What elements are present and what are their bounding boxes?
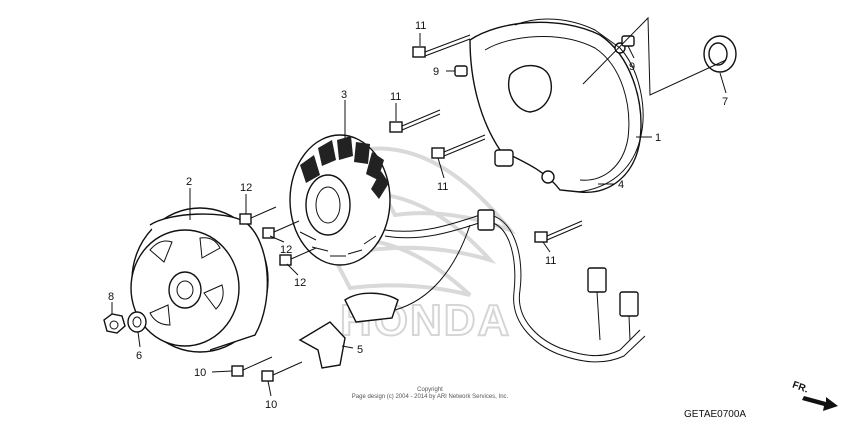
callout-12: 12 [294, 277, 306, 289]
flywheel-nut-part [103, 313, 126, 334]
arrow-icon [802, 396, 838, 411]
callout-10: 10 [194, 367, 206, 379]
front-direction-arrow-icon: FR. [791, 380, 838, 411]
leader-lines [111, 16, 727, 397]
stator-part [289, 134, 391, 266]
callout-8: 8 [108, 291, 114, 303]
callout-5: 5 [357, 344, 363, 356]
callout-10: 10 [265, 399, 277, 411]
pulser-bolt-part [231, 356, 303, 382]
callout-12: 12 [280, 244, 292, 256]
rear-cover-part [469, 21, 642, 193]
callout-6: 6 [136, 350, 142, 362]
washer-part [127, 311, 147, 333]
callout-11: 11 [390, 91, 401, 103]
copyright-line-1: Copyright [417, 387, 443, 393]
front-direction-label: FR. [791, 380, 810, 396]
callout-11: 11 [545, 255, 556, 267]
callout-3: 3 [341, 89, 347, 101]
callout-7: 7 [722, 96, 728, 108]
callout-11: 11 [415, 20, 426, 32]
callout-11: 11 [437, 181, 448, 193]
wire-harness-part [359, 209, 646, 363]
callout-2: 2 [186, 176, 192, 188]
flange-bolt-part [389, 34, 583, 243]
flywheel-part [130, 207, 269, 353]
callout-9: 9 [433, 66, 439, 78]
copyright-notice: Copyright Page design (c) 2004 - 2014 by… [300, 387, 560, 401]
diagram-code: GETAE0700A [684, 409, 747, 420]
cover-gasket-part [514, 18, 644, 193]
callout-1: 1 [655, 132, 661, 144]
callout-12: 12 [240, 182, 252, 194]
callout-9: 9 [629, 61, 635, 73]
pulser-bracket-part [298, 292, 399, 369]
callout-labels: 11 9 9 7 3 11 1 4 11 11 2 12 12 12 8 6 5… [108, 20, 728, 411]
copyright-line-2: Page design (c) 2004 - 2014 by ARI Netwo… [351, 394, 509, 400]
callout-4: 4 [618, 179, 624, 191]
oil-seal-part [703, 35, 737, 73]
